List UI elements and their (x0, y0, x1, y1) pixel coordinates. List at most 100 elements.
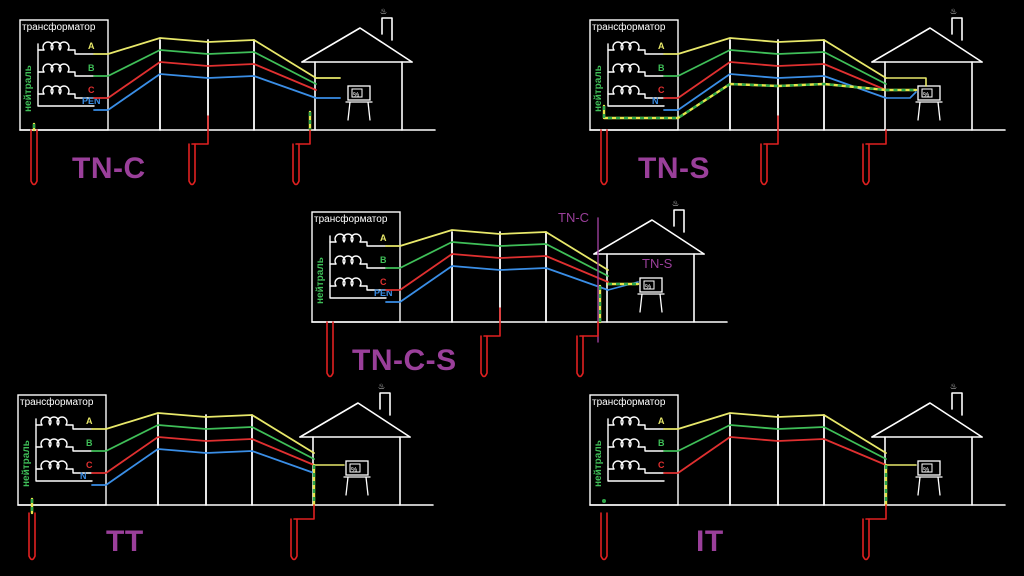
phase-label-b: B (658, 63, 665, 73)
smoke-icon: ♨ (380, 7, 387, 16)
coil-out (359, 285, 387, 291)
transformer-title: трансформатор (22, 21, 96, 33)
transformer-title: трансформатор (314, 213, 388, 225)
house-roof (299, 402, 411, 438)
smoke-icon: ♨ (672, 199, 679, 208)
house-roof (871, 402, 983, 438)
pole-ground (483, 307, 501, 337)
neutral-out (37, 91, 95, 107)
appliance-screen (349, 463, 361, 473)
wire-a-in (885, 77, 927, 87)
wire-pen (385, 265, 609, 303)
appliance-icon (917, 85, 941, 101)
pole-ground (295, 129, 311, 145)
wire-c (663, 61, 887, 99)
coil-out (67, 71, 95, 77)
diagram-title: TN-C-S (352, 344, 457, 377)
phase-label-c: C (88, 85, 95, 95)
wire-a (91, 412, 315, 454)
ground-rod (600, 512, 608, 561)
ground-rod (292, 143, 300, 186)
wire-n-in (885, 91, 917, 99)
coil (612, 416, 640, 426)
appliance-label: % (923, 92, 929, 99)
chimney (951, 17, 963, 41)
coil (612, 85, 640, 95)
house-ground (865, 504, 887, 520)
house-wall (884, 61, 973, 131)
coil (334, 233, 362, 243)
coil-out (359, 241, 387, 247)
appliance-label: % (351, 467, 357, 474)
house-roof (593, 219, 705, 255)
appliance-label: % (923, 467, 929, 474)
neutral-label: нейтраль (21, 440, 32, 487)
phase-label-a: A (380, 233, 387, 243)
pole-ground (191, 115, 209, 145)
appliance-screen (643, 280, 655, 290)
house-roof (301, 27, 413, 63)
appliance-stand (343, 476, 371, 496)
ground-rod (290, 518, 298, 561)
wire-n (91, 448, 315, 486)
wire-a (663, 37, 887, 79)
coil-out (637, 468, 665, 474)
appliance-icon (639, 277, 663, 293)
coil-out (637, 424, 665, 430)
coil-out (67, 93, 95, 99)
ground-rod (760, 143, 768, 186)
chimney (381, 17, 393, 41)
smoke-icon: ♨ (950, 382, 957, 391)
coil (612, 438, 640, 448)
chimney (379, 392, 391, 416)
appliance-stand (637, 293, 665, 313)
coil-out (637, 93, 665, 99)
coil (334, 277, 362, 287)
fourth-wire-label: PEN (82, 96, 101, 106)
wire-b (91, 424, 315, 460)
ground-rod (576, 335, 584, 378)
coil-out (65, 468, 93, 474)
chimney (673, 209, 685, 233)
appliance-label: % (645, 284, 651, 291)
house-wall (314, 61, 403, 131)
coil-out (67, 49, 95, 55)
coil-out (637, 71, 665, 77)
pole-ground (763, 115, 779, 145)
coil-out (637, 446, 665, 452)
pe-wire-stripe (602, 82, 916, 120)
wire-c (385, 253, 609, 291)
ground-rod (30, 129, 38, 186)
appliance-icon (345, 460, 369, 476)
wire-c (663, 436, 887, 474)
coil-out (65, 446, 93, 452)
house-roof (871, 27, 983, 63)
chimney (951, 392, 963, 416)
transformer-title: трансформатор (592, 396, 666, 408)
wire-c (91, 436, 315, 474)
ground-rod (862, 143, 870, 186)
ground-rod (600, 129, 608, 186)
smoke-icon: ♨ (378, 382, 385, 391)
appliance-icon (347, 85, 371, 101)
ground-rod (188, 143, 196, 186)
coil (40, 460, 68, 470)
fourth-wire-label: N (80, 471, 87, 481)
wire-b (385, 241, 609, 277)
pole-ground (579, 321, 599, 337)
phase-label-c: C (658, 85, 665, 95)
appliance-screen (921, 88, 933, 98)
pole-ground (865, 129, 887, 145)
phase-label-c: C (380, 277, 387, 287)
marker-tn-c: TN-C (558, 210, 589, 225)
neutral-label: нейтраль (593, 65, 604, 112)
coil (42, 41, 70, 51)
appliance-screen (921, 463, 933, 473)
neutral-label: нейтраль (593, 440, 604, 487)
phase-label-b: B (658, 438, 665, 448)
coil (40, 438, 68, 448)
phase-label-b: B (88, 63, 95, 73)
neutral-out (329, 283, 387, 299)
house-wall (606, 253, 695, 323)
appliance-label: % (353, 92, 359, 99)
